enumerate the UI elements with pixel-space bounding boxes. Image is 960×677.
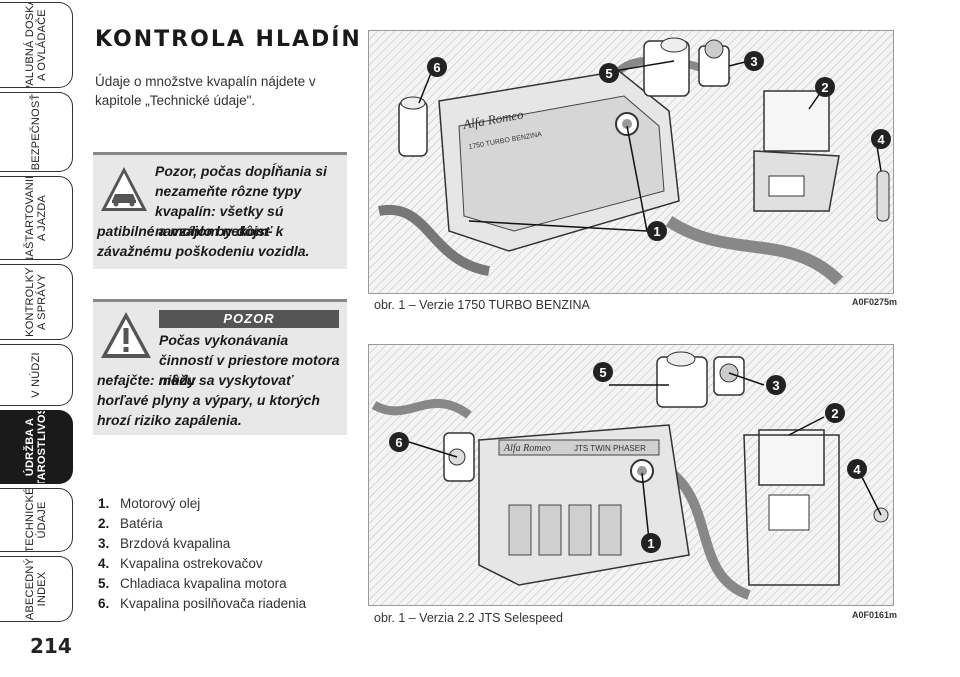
legend-number: 2. <box>98 516 110 531</box>
callout-2 <box>825 403 845 423</box>
tab-label: ABECEDNÝ INDEX <box>24 557 48 621</box>
callout-6 <box>389 432 409 452</box>
legend-text: Batéria <box>120 516 163 531</box>
callout-6-label: 6 <box>433 60 440 75</box>
callout-3-label: 3 <box>772 378 779 393</box>
component-legend: 1. Motorový olej 2. Batéria 3. Brzdová kvap… <box>98 496 358 616</box>
tab-label: BEZPEČNOSŤ <box>30 93 42 171</box>
tab-label: ÚDRŽBA A STAROSTLIVOSŤ <box>24 410 48 484</box>
page-number: 214 <box>30 634 72 658</box>
warning-text-a: Počas vykonávania činností v priestore m… <box>159 332 340 388</box>
engine-bay-illustration-jts: Alfa Romeo JTS TWIN PHASER 1 2 <box>369 345 893 605</box>
car-caution-icon <box>101 167 147 211</box>
chapter-tabs: PALUBNÁ DOSKA A OVLÁDAČE BEZPEČNOSŤ NAŠT… <box>0 0 78 677</box>
warning-box: POZOR Počas vykonávania činností v pries… <box>93 299 347 435</box>
list-item: 2. Batéria <box>98 516 358 536</box>
tab-abecedny-index[interactable]: ABECEDNÝ INDEX <box>0 556 73 622</box>
figure-2-caption: obr. 1 – Verzia 2.2 JTS Selespeed <box>374 611 564 625</box>
engine-brand-text: Alfa Romeo <box>503 443 551 454</box>
legend-number: 5. <box>98 576 110 591</box>
tab-kontrolky[interactable]: KONTROLKY A SPRÁVY <box>0 264 73 340</box>
legend-text: Kvapalina ostrekovačov <box>120 556 263 571</box>
callout-3-label: 3 <box>750 54 757 69</box>
caution-box: Pozor, počas dopĺňania si nezameňte rôzn… <box>93 152 347 269</box>
callout-2-label: 2 <box>821 80 828 95</box>
page-title: KONTROLA HLADÍN <box>95 27 362 52</box>
legend-text: Kvapalina posilňovača riadenia <box>120 596 307 611</box>
engine-model-text: JTS TWIN PHASER <box>574 444 646 453</box>
legend-number: 3. <box>98 536 110 551</box>
warning-heading: POZOR <box>159 310 339 328</box>
callout-4 <box>847 459 867 479</box>
legend-number: 6. <box>98 596 110 611</box>
figure-1-code: A0F0275m <box>852 297 898 307</box>
warning-triangle-icon <box>101 312 151 358</box>
callout-5-label: 5 <box>605 66 612 81</box>
callout-5 <box>599 63 619 83</box>
list-item: 6. Kvapalina posilňovača riadenia <box>98 596 358 616</box>
tab-nastartovanie[interactable]: NAŠTARTOVANIE A JAZDA <box>0 176 73 260</box>
engine-figure-jts: Alfa Romeo JTS TWIN PHASER 1 2 <box>368 344 894 606</box>
tab-udrzba[interactable]: ÚDRŽBA A STAROSTLIVOSŤ <box>0 410 73 484</box>
list-item: 5. Chladiaca kvapalina motora <box>98 576 358 596</box>
callout-2-label: 2 <box>831 406 838 421</box>
tab-label: TECHNICKÉ ÚDAJE <box>24 488 48 552</box>
legend-number: 4. <box>98 556 110 571</box>
figure-2-code: A0F0161m <box>852 610 898 620</box>
caution-text-a: Pozor, počas dopĺňania si nezameňte rôzn… <box>155 163 327 239</box>
figure-1-caption: obr. 1 – Verzie 1750 TURBO BENZINA <box>374 298 590 312</box>
callout-5-label: 5 <box>599 365 606 380</box>
legend-text: Motorový olej <box>120 496 201 511</box>
tab-palubna-doska[interactable]: PALUBNÁ DOSKA A OVLÁDAČE <box>0 2 73 88</box>
list-item: 1. Motorový olej <box>98 496 358 516</box>
tab-label: V NÚDZI <box>30 352 42 398</box>
callout-4 <box>871 129 891 149</box>
callout-3 <box>766 375 786 395</box>
callout-6 <box>427 57 447 77</box>
callout-2 <box>815 77 835 97</box>
callout-1 <box>647 221 667 241</box>
callout-5 <box>593 362 613 382</box>
tab-label: PALUBNÁ DOSKA A OVLÁDAČE <box>24 2 48 88</box>
list-item: 3. Brzdová kvapalina <box>98 536 358 556</box>
callout-4-label: 4 <box>877 132 885 147</box>
legend-number: 1. <box>98 496 110 511</box>
caution-text-b: patibilné a mohlo by dôjsť k závažnému p… <box>97 223 310 259</box>
intro-text: Údaje o množstve kvapalín nájdete v kapi… <box>95 74 316 108</box>
engine-bay-illustration-1750: Alfa Romeo 1750 TURBO BENZINA 1 2 <box>369 31 893 293</box>
callout-1 <box>641 533 661 553</box>
warning-text-b: nefajčte: môžu sa vyskytovať horľavé ply… <box>97 372 320 428</box>
tab-technicke-udaje[interactable]: TECHNICKÉ ÚDAJE <box>0 488 73 552</box>
callout-1-label: 1 <box>653 224 660 239</box>
tab-bezpecnost[interactable]: BEZPEČNOSŤ <box>0 92 73 172</box>
callout-1-label: 1 <box>647 536 654 551</box>
callout-6-label: 6 <box>395 435 402 450</box>
callout-3 <box>744 51 764 71</box>
legend-text: Brzdová kvapalina <box>120 536 231 551</box>
tab-label: KONTROLKY A SPRÁVY <box>24 267 48 337</box>
list-item: 4. Kvapalina ostrekovačov <box>98 556 358 576</box>
callout-4-label: 4 <box>853 462 861 477</box>
tab-v-nudzi[interactable]: V NÚDZI <box>0 344 73 406</box>
engine-figure-1750: Alfa Romeo 1750 TURBO BENZINA 1 2 <box>368 30 894 294</box>
tab-label: NAŠTARTOVANIE A JAZDA <box>24 176 48 260</box>
legend-text: Chladiaca kvapalina motora <box>120 576 287 591</box>
